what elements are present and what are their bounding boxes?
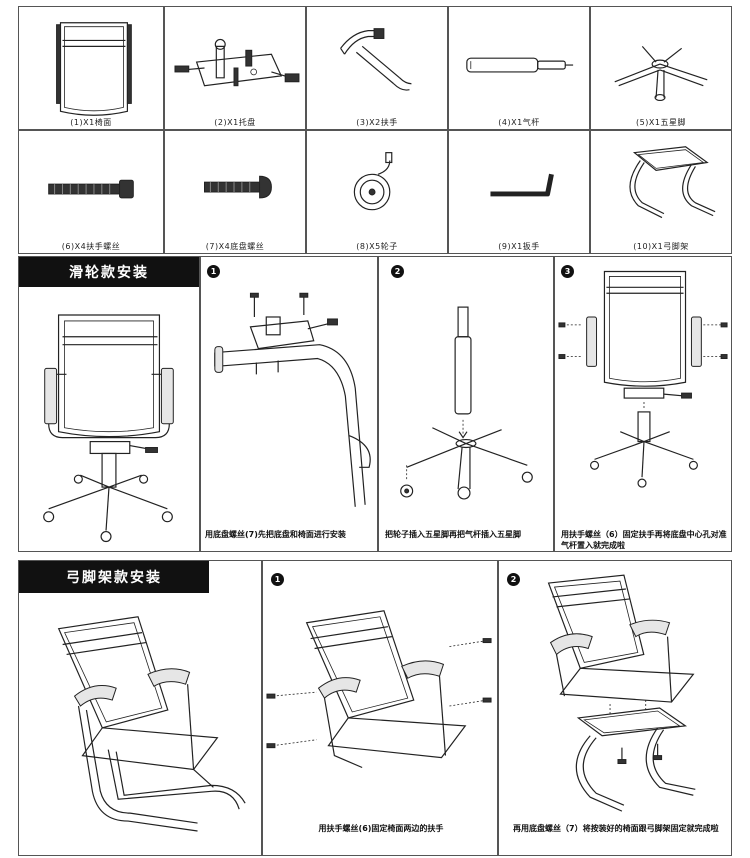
part-cell-mechanism: (2)X1托盘 <box>164 6 306 130</box>
sled-chair-illustration <box>57 616 246 832</box>
part-cell-armrest: (3)X2扶手 <box>306 6 448 130</box>
armrest-screw-icon <box>48 179 134 199</box>
section1-title: 滑轮款安装 <box>19 257 199 287</box>
part-cell-caster: (8)X5轮子 <box>306 130 448 254</box>
section2-step2-cell: 2 再用底盘螺丝（7）将按装好的椅面跟弓脚架固定就完成啦 <box>498 560 732 856</box>
five-star-base-icon <box>614 45 708 102</box>
part-label: (8)X5轮子 <box>356 242 398 251</box>
section1-step1-cell: 1 用底盘螺丝(7)先把底盘和椅面进行安装 <box>200 256 378 552</box>
section1-overview-cell: 滑轮款安装 <box>18 256 200 552</box>
step2-base-gaslift-illustration <box>400 306 533 500</box>
step-number: 2 <box>507 573 520 586</box>
part-cell-armrest-screw: (6)X4扶手螺丝 <box>18 130 164 254</box>
part-label: (1)X1椅面 <box>70 118 112 127</box>
part-label: (5)X1五星脚 <box>636 118 686 127</box>
step3-armrest-assembly-illustration <box>558 270 728 488</box>
part-cell-seat-back: (1)X1椅面 <box>18 6 164 130</box>
part-label: (9)X1扳手 <box>498 242 540 251</box>
part-label: (6)X4扶手螺丝 <box>61 242 121 251</box>
section2-overview-cell: 弓脚架款安装 <box>18 560 262 856</box>
section1-step3-cell: 3 用扶手螺丝（6）固定扶手再将底盘 <box>554 256 732 552</box>
part-cell-sled-base: (10)X1弓脚架 <box>590 130 732 254</box>
seat-back-icon <box>56 22 132 116</box>
section2-title: 弓脚架款安装 <box>19 561 209 593</box>
step-number: 3 <box>561 265 574 278</box>
part-label: (10)X1弓脚架 <box>633 242 689 251</box>
part-cell-hex-key: (9)X1扳手 <box>448 130 590 254</box>
hex-key-icon <box>490 173 554 197</box>
step-number: 1 <box>207 265 220 278</box>
step-description: 把轮子插入五星脚再把气杆插入五星脚 <box>385 530 521 539</box>
step1-mechanism-seat-illustration <box>214 292 371 507</box>
part-cell-base-screw: (7)X4底盘螺丝 <box>164 130 306 254</box>
step-number: 2 <box>391 265 404 278</box>
part-cell-gas-lift: (4)X1气杆 <box>448 6 590 130</box>
section1-step2-cell: 2 把轮子插入五星脚再把气杆插入五星脚 <box>378 256 554 552</box>
step-description: 用扶手螺丝（6）固定扶手再将底盘中心孔对准气杆置入就完成啦 <box>561 530 727 550</box>
part-label: (7)X4底盘螺丝 <box>205 242 265 251</box>
base-screw-icon <box>204 175 272 199</box>
step-description: 再用底盘螺丝（7）将按装好的椅面跟弓脚架固定就完成啦 <box>513 824 719 833</box>
part-label: (3)X2扶手 <box>356 118 398 127</box>
step-description: 用扶手螺丝(6)固定椅面两边的扶手 <box>318 824 444 833</box>
step-number: 1 <box>271 573 284 586</box>
step2-sled-base-fix-illustration <box>547 574 696 812</box>
section2-step1-cell: 1 用扶手螺丝(6)固定椅面两边的扶手 <box>262 560 498 856</box>
step-description: 用底盘螺丝(7)先把底盘和椅面进行安装 <box>205 530 346 539</box>
part-label: (4)X1气杆 <box>498 118 540 127</box>
part-cell-five-star-base: (5)X1五星脚 <box>590 6 732 130</box>
part-label: (2)X1托盘 <box>214 118 256 127</box>
armrest-icon <box>340 28 412 91</box>
caster-wheel-icon <box>353 152 393 211</box>
swivel-chair-illustration <box>43 314 174 543</box>
sled-base-icon <box>629 146 716 219</box>
gas-lift-icon <box>466 57 574 73</box>
chair-mechanism-icon <box>174 38 300 87</box>
step1-armrest-fix-illustration <box>266 610 492 769</box>
